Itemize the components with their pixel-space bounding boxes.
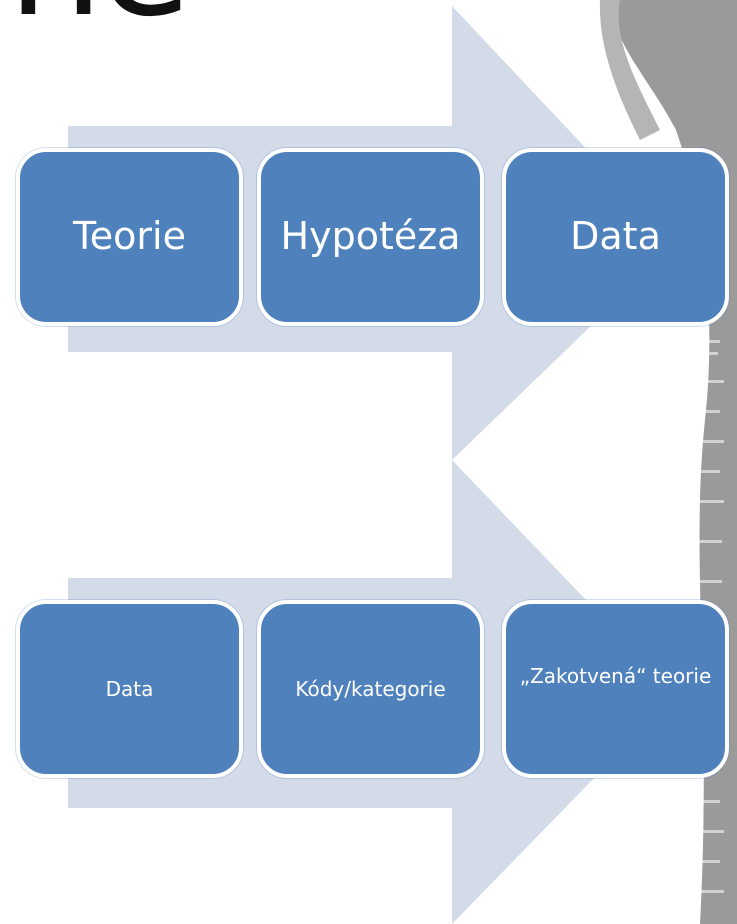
- box-label: Hypotéza: [280, 214, 461, 259]
- diagram-box-zakotvena-teorie: „Zakotvená“ teorie: [502, 600, 729, 778]
- box-label: Data: [570, 214, 661, 259]
- box-label: „Zakotvená“ teorie: [519, 663, 712, 688]
- diagram-box-hypoteza: Hypotéza: [257, 148, 484, 326]
- box-label: Kódy/kategorie: [295, 676, 446, 701]
- diagram-box-data-bottom: Data: [16, 600, 243, 778]
- box-label: Teorie: [73, 214, 186, 259]
- diagram-box-kody-kategorie: Kódy/kategorie: [257, 600, 484, 778]
- slide-title-fragment: ne: [8, 0, 191, 38]
- diagram-box-data-top: Data: [502, 148, 729, 326]
- diagram-box-teorie: Teorie: [16, 148, 243, 326]
- box-label: Data: [105, 676, 154, 701]
